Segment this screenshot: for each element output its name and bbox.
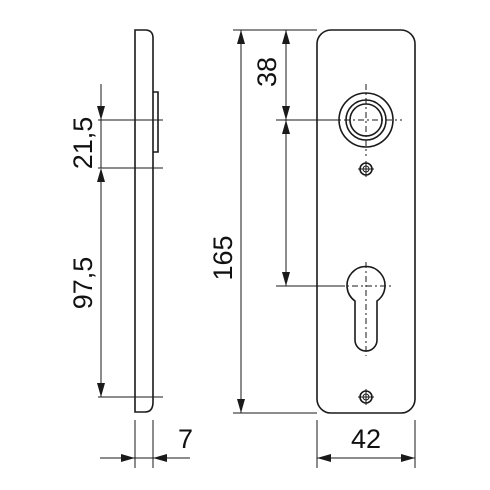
dim-label-spindle-to-cylinder: 97,5	[68, 257, 98, 310]
arrow	[237, 399, 245, 413]
escutcheon-plate	[316, 29, 416, 414]
dim-label-total-height: 165	[208, 235, 238, 280]
side-view: 21,5 97,5 7	[68, 29, 193, 468]
arrow	[97, 383, 105, 397]
arrow	[401, 454, 415, 462]
arrow	[317, 454, 331, 462]
dim-label-plate-width: 42	[351, 424, 381, 454]
handle-rose-inner	[345, 99, 387, 141]
arrow	[282, 106, 290, 120]
arrow	[97, 106, 105, 120]
side-view-profile	[134, 29, 154, 413]
arrow	[282, 30, 290, 44]
dim-label-top-to-handle: 38	[252, 57, 282, 87]
dim-label-thickness: 7	[178, 424, 193, 454]
front-view: 165 38 42	[208, 29, 416, 468]
arrow	[237, 30, 245, 44]
arrow	[121, 454, 135, 462]
arrow	[282, 272, 290, 286]
side-view-boss	[153, 91, 159, 153]
arrow	[153, 454, 167, 462]
dim-label-handle-offset: 21,5	[68, 117, 98, 170]
arrow	[97, 168, 105, 182]
arrow	[282, 120, 290, 134]
